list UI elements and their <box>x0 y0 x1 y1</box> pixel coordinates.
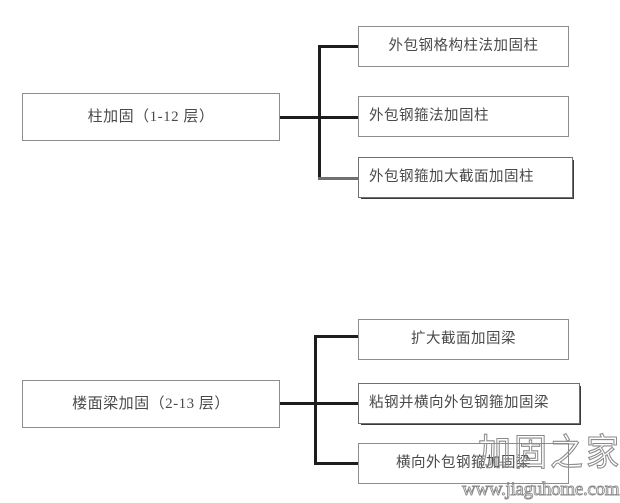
node-label: 横向外包钢箍加固梁 <box>396 455 531 472</box>
node-beam-child-3[interactable]: 横向外包钢箍加固梁 <box>358 443 569 484</box>
connector-branch-column-1 <box>318 45 360 48</box>
node-label: 外包钢箍法加固柱 <box>369 108 489 125</box>
node-column-child-3[interactable]: 外包钢箍加大截面加固柱 <box>358 157 573 198</box>
node-column-child-1[interactable]: 外包钢格构柱法加固柱 <box>358 26 569 67</box>
connector-branch-beam-2 <box>314 402 360 405</box>
connector-branch-column-3 <box>318 177 360 180</box>
node-label: 外包钢格构柱法加固柱 <box>388 38 539 55</box>
connector-branch-beam-1 <box>314 335 360 338</box>
node-label: 外包钢箍加大截面加固柱 <box>369 169 534 186</box>
node-column-child-2[interactable]: 外包钢箍法加固柱 <box>358 96 569 137</box>
node-beam-child-2[interactable]: 粘钢并横向外包钢箍加固梁 <box>358 383 580 424</box>
node-label: 柱加固（1-12 层） <box>87 108 215 125</box>
node-label: 楼面梁加固（2-13 层） <box>72 395 230 412</box>
connector-trunk-column <box>318 46 321 178</box>
connector-branch-column-2 <box>318 116 360 119</box>
connector-stem-beam <box>280 402 316 405</box>
node-label: 粘钢并横向外包钢箍加固梁 <box>369 395 549 412</box>
node-beam-root[interactable]: 楼面梁加固（2-13 层） <box>22 380 280 428</box>
connector-branch-beam-3 <box>314 462 360 465</box>
node-beam-child-1[interactable]: 扩大截面加固梁 <box>358 319 569 360</box>
node-column-root[interactable]: 柱加固（1-12 层） <box>22 93 280 141</box>
connector-stem-column <box>280 116 320 119</box>
node-label: 扩大截面加固梁 <box>411 331 516 348</box>
connector-trunk-beam <box>314 336 317 463</box>
